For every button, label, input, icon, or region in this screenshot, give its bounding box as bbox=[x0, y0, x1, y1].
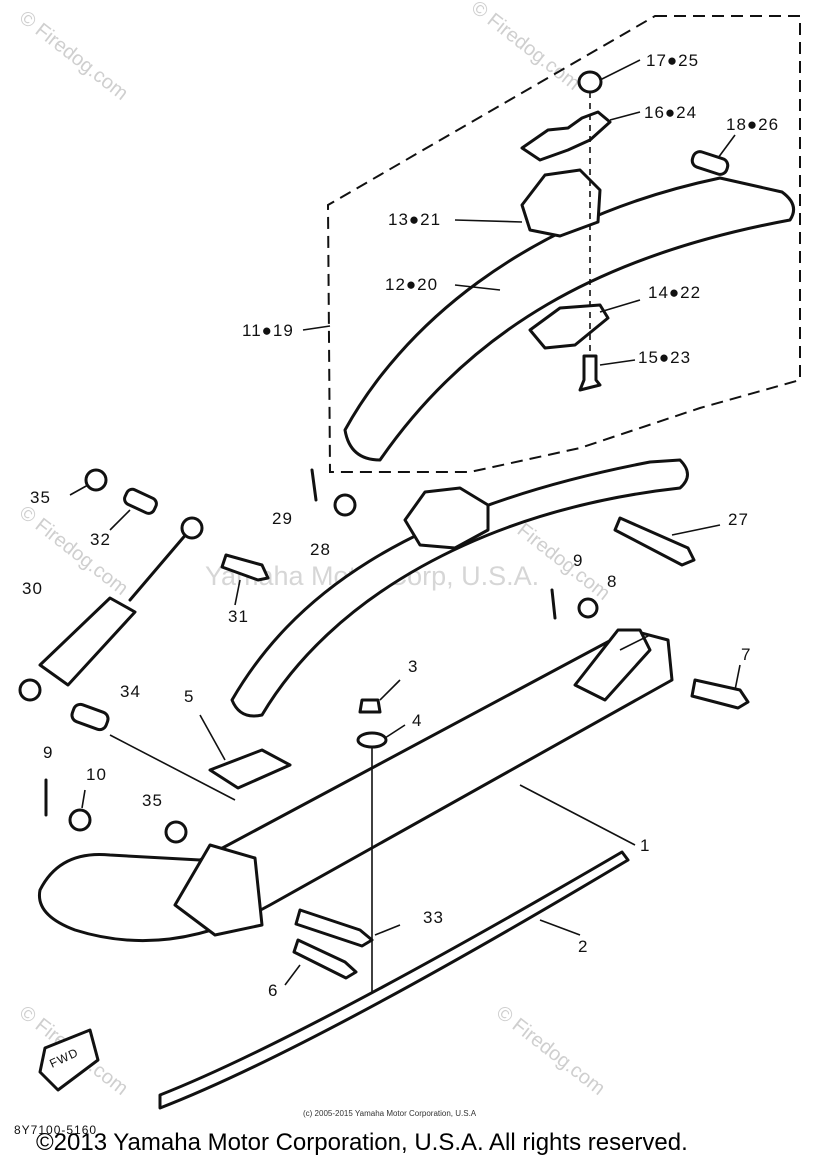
callout-29: 29 bbox=[272, 509, 293, 528]
collar-28 bbox=[333, 493, 357, 517]
ski-saddle-bracket bbox=[173, 843, 264, 937]
leader-32 bbox=[109, 509, 131, 531]
leader-1 bbox=[519, 784, 636, 846]
plate-5 bbox=[208, 748, 292, 790]
callout-9-upper: 9 bbox=[573, 551, 583, 570]
callout-5: 5 bbox=[184, 687, 194, 706]
callout-32: 32 bbox=[90, 530, 111, 549]
lower-leaf-spring bbox=[230, 458, 689, 718]
leader-27 bbox=[671, 524, 721, 536]
bolt-33 bbox=[294, 908, 374, 948]
leader-5 bbox=[199, 714, 226, 761]
leader-12 bbox=[454, 284, 501, 291]
leader-31 bbox=[234, 579, 241, 606]
callout-4: 4 bbox=[412, 711, 422, 730]
callout-10: 10 bbox=[86, 765, 107, 784]
leader-35a bbox=[69, 484, 89, 496]
callout-11-19: 11●19 bbox=[242, 321, 294, 340]
leader-lines bbox=[69, 59, 741, 986]
callout-14-22: 14●22 bbox=[648, 283, 701, 302]
leader-11 bbox=[302, 325, 331, 331]
leader-14 bbox=[599, 299, 641, 313]
leader-13 bbox=[454, 219, 523, 223]
pin-9-upper bbox=[550, 588, 557, 620]
callout-8: 8 bbox=[607, 572, 617, 591]
leader-6 bbox=[284, 964, 301, 986]
bolt-15 bbox=[578, 354, 602, 392]
clip-16 bbox=[520, 110, 612, 162]
callout-1: 1 bbox=[640, 836, 650, 855]
callout-9-lower: 9 bbox=[43, 743, 53, 762]
callout-27: 27 bbox=[728, 510, 749, 529]
bolt-7 bbox=[690, 678, 750, 710]
callout-17-25: 17●25 bbox=[646, 51, 699, 70]
pin-29 bbox=[310, 468, 318, 502]
leader-15 bbox=[599, 359, 636, 366]
ski-body bbox=[37, 628, 674, 943]
leader-3 bbox=[379, 679, 401, 701]
spring-clamp-13 bbox=[520, 168, 602, 238]
callout-16-24: 16●24 bbox=[644, 103, 697, 122]
leader-10 bbox=[81, 789, 86, 809]
shock-upper-eye bbox=[180, 516, 204, 540]
leader-18 bbox=[717, 134, 736, 159]
callout-18-26: 18●26 bbox=[726, 115, 779, 134]
callout-31: 31 bbox=[228, 607, 249, 626]
callout-33: 33 bbox=[423, 908, 444, 927]
leader-2 bbox=[539, 919, 581, 936]
plate-14 bbox=[528, 303, 610, 350]
leader-17 bbox=[599, 59, 641, 81]
watermark-bottom-center: © Firedog.com bbox=[492, 1002, 609, 1100]
leader-33 bbox=[374, 924, 401, 936]
leader-16 bbox=[609, 111, 641, 121]
collar-32 bbox=[123, 487, 158, 515]
bolt-27 bbox=[613, 516, 696, 567]
shock-absorber-rod bbox=[128, 530, 190, 602]
part-code: 8Y7100-5160 bbox=[14, 1123, 97, 1137]
callout-7: 7 bbox=[741, 645, 751, 664]
callout-35-lower: 35 bbox=[142, 791, 163, 810]
callout-34: 34 bbox=[120, 682, 141, 701]
bolt-31 bbox=[220, 553, 270, 582]
wear-bar-2 bbox=[158, 850, 630, 1110]
callout-30: 30 bbox=[22, 579, 43, 598]
leader-1a bbox=[619, 634, 651, 651]
small-copyright: (c) 2005-2015 Yamaha Motor Corporation, … bbox=[303, 1109, 477, 1118]
spring-mount bbox=[403, 486, 490, 550]
callout-12-20: 12●20 bbox=[385, 275, 438, 294]
watermark-top-left: © Firedog.com bbox=[15, 7, 132, 105]
subassembly-dashed-outline bbox=[326, 15, 801, 473]
shock-absorber-body bbox=[38, 596, 137, 687]
leader-7 bbox=[734, 664, 741, 691]
nut-8 bbox=[577, 597, 599, 619]
ski-front-bracket bbox=[573, 628, 652, 702]
leader-34 bbox=[109, 734, 236, 801]
nut-35-upper bbox=[84, 468, 108, 492]
nut-3 bbox=[358, 698, 382, 714]
callout-6: 6 bbox=[268, 981, 278, 1000]
footer-copyright: ©2013 Yamaha Motor Corporation, U.S.A. A… bbox=[36, 1129, 688, 1156]
nut-17 bbox=[577, 70, 603, 94]
fwd-badge bbox=[38, 1028, 100, 1092]
washer-4 bbox=[356, 731, 388, 749]
callout-28: 28 bbox=[310, 540, 331, 559]
callouts: 17●25 16●24 18●26 13●21 12●20 14●22 11●1… bbox=[22, 51, 779, 1000]
nut-35-lower bbox=[164, 820, 188, 844]
shock-lower-eye bbox=[18, 678, 42, 702]
callout-13-21: 13●21 bbox=[388, 210, 441, 229]
bolt-6 bbox=[292, 938, 358, 980]
collar-18 bbox=[690, 150, 730, 176]
watermark-top-center: © Firedog.com bbox=[467, 0, 584, 95]
callout-35-upper: 35 bbox=[30, 488, 51, 507]
leader-4 bbox=[384, 724, 406, 739]
collar-34 bbox=[70, 702, 110, 732]
nut-10 bbox=[68, 808, 92, 832]
callout-2: 2 bbox=[578, 937, 588, 956]
callout-3: 3 bbox=[408, 657, 418, 676]
callout-15-23: 15●23 bbox=[638, 348, 691, 367]
